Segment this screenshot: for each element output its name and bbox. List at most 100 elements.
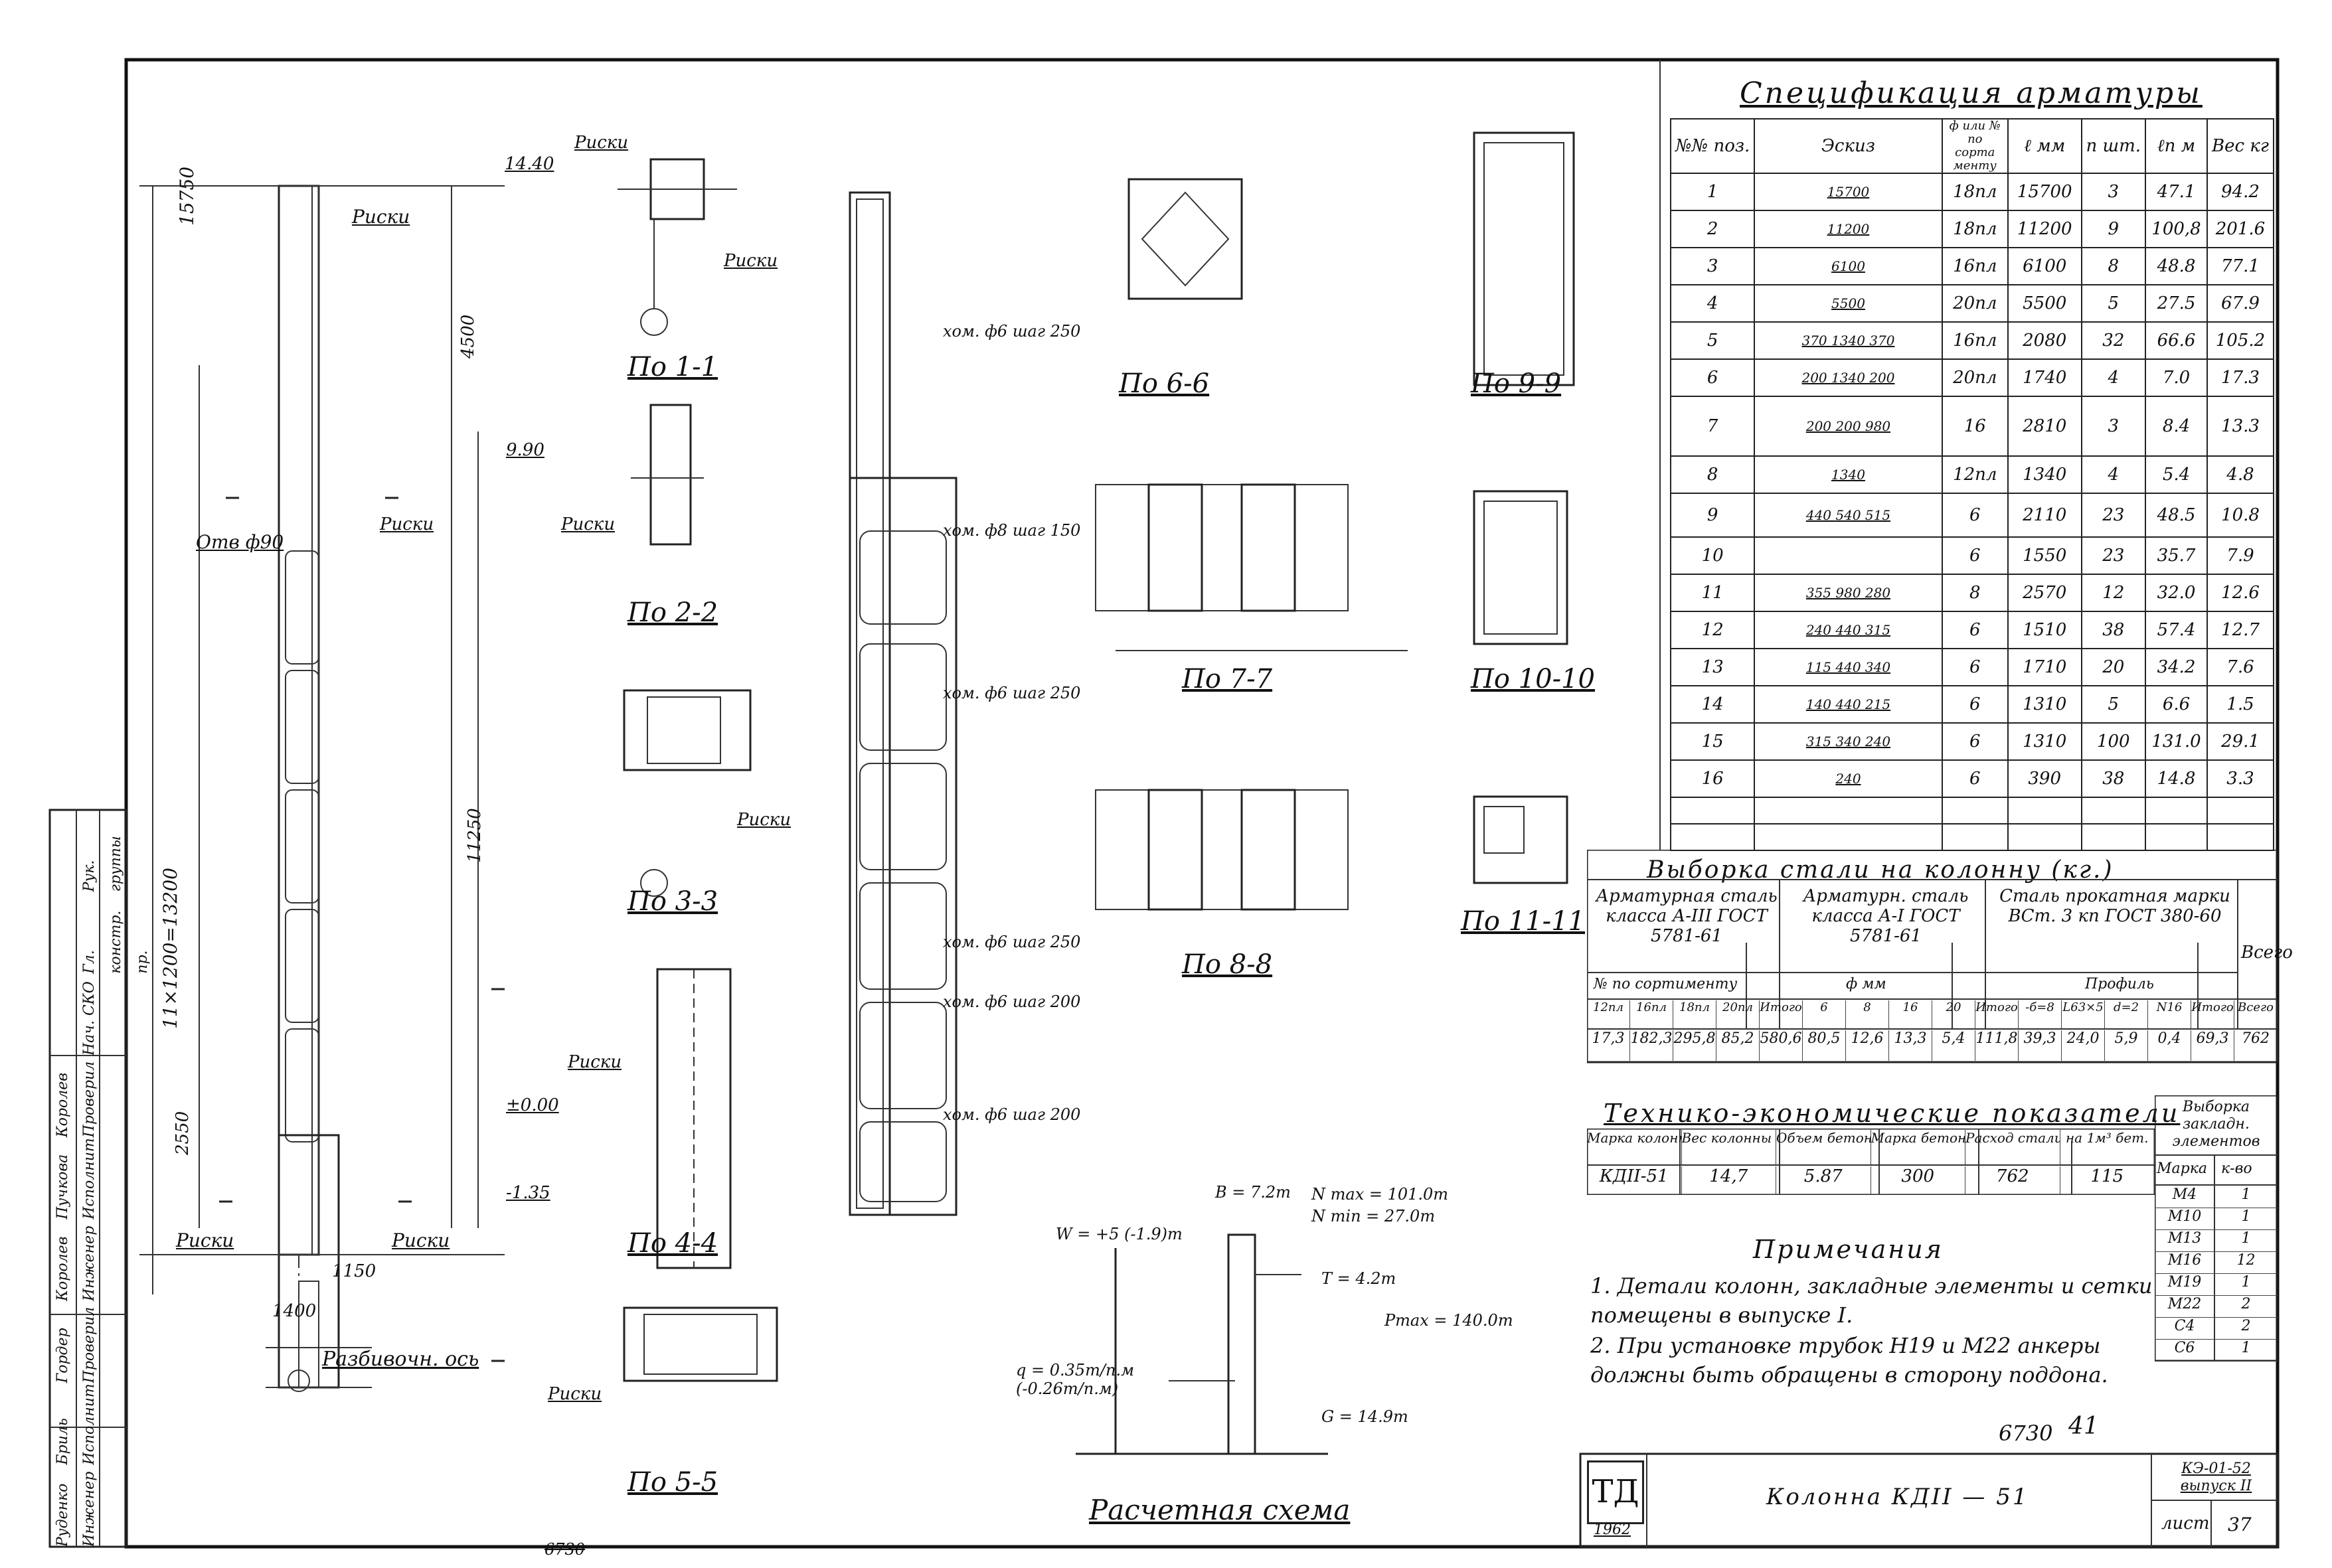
table-cell: Итого [2191, 1000, 2234, 1028]
spec-cell: 66.6 [2145, 321, 2208, 360]
spec-cell: 131.0 [2145, 722, 2208, 761]
table-cell: Марка бетона [1871, 1130, 1965, 1164]
spec-cell: 5500 [1754, 284, 1943, 323]
calc-scheme [1076, 1233, 1328, 1455]
hom-label-6: хом. ф6 шаг 200 [943, 1105, 1081, 1124]
spec-cell: 200 200 980 [1754, 396, 1943, 457]
spec-cell: 5 [2080, 284, 2147, 323]
table-cell: 17,3 [1587, 1030, 1630, 1061]
spec-cell: 14 [1669, 685, 1756, 724]
spec-cell: 6 [1669, 358, 1756, 397]
table-cell: d=2 [2105, 1000, 2148, 1028]
spec-cell: 1310 [2007, 722, 2082, 761]
embedded-cell: 1 [2241, 1340, 2251, 1356]
spec-header: ℓn м [2145, 118, 2208, 174]
n-max: N max = 101.0т [1311, 1185, 1449, 1204]
spec-cell: 2080 [2007, 321, 2082, 360]
steel-group3: Сталь прокатная марки ВСт. 3 кп ГОСТ 380… [1999, 886, 2230, 926]
right-sections [1095, 131, 1575, 911]
spec-cell: 1710 [2007, 648, 2082, 686]
mark-9-90: 9.90 [506, 440, 544, 460]
spec-cell: 32 [2080, 321, 2147, 360]
side-role: Исполнит [81, 1138, 98, 1219]
embedded-h1: Марка [2157, 1160, 2207, 1177]
side-name [50, 892, 76, 973]
spec-cell: 1340 [1754, 455, 1943, 494]
embedded-title: Выборка закладн. элементов [2172, 1099, 2260, 1150]
spec-cell: 8 [2080, 247, 2147, 285]
spec-cell: 8.4 [2145, 396, 2208, 457]
dim-mid: 11×1200=13200 [159, 868, 181, 1029]
spec-cell: 1510 [2007, 611, 2082, 649]
embedded-cell: 2 [2241, 1296, 2251, 1312]
table-cell: Итого [1975, 1000, 2019, 1028]
table-cell: 6 [1803, 1000, 1846, 1028]
mark-1-35: -1.35 [506, 1183, 550, 1203]
side-name [50, 974, 76, 1056]
spec-cell: 6 [1941, 685, 2009, 724]
spec-header: №№ поз. [1669, 118, 1756, 174]
spec-cell: 11 [1669, 574, 1756, 612]
spec-cell-empty [2007, 797, 2082, 824]
spec-cell: 32.0 [2145, 574, 2208, 612]
spec-cell: 17.3 [2206, 358, 2275, 397]
table-cell: Итого [1760, 1000, 1803, 1028]
spec-cell: 140 440 215 [1754, 685, 1943, 724]
hom-label-4: хом. ф6 шаг 250 [943, 933, 1081, 951]
section-7-7-title: По 7-7 [1182, 664, 1273, 694]
steel-sub3: Профиль [2085, 976, 2154, 992]
spec-cell: 29.1 [2206, 722, 2275, 761]
side-name: Королев [54, 1236, 71, 1302]
section-2-2-title: По 2-2 [627, 597, 718, 628]
spec-cell: 12.7 [2206, 611, 2275, 649]
label-riski-11b: Риски [724, 251, 778, 271]
table-cell: 12,6 [1846, 1030, 1889, 1061]
table-cell: -б=8 [2019, 1000, 2062, 1028]
sheet-series: КЭ-01-52 выпуск II [2180, 1460, 2252, 1494]
section-8-8-title: По 8-8 [1182, 949, 1273, 980]
table-cell: 39,3 [2019, 1030, 2062, 1061]
spec-cell: 100,8 [2145, 210, 2208, 248]
spec-header: n шт. [2080, 118, 2147, 174]
table-cell: 18пл [1673, 1000, 1716, 1028]
spec-cell: 4.8 [2206, 455, 2275, 494]
stamp-logo: ТД [1587, 1460, 1644, 1524]
spec-cell: 6100 [1754, 247, 1943, 285]
spec-cell: 12пл [1941, 455, 2009, 494]
tep-head: Марка колонныВес колонны тОбъем бетона м… [1587, 1130, 2155, 1164]
table-cell: Расход стали кг Всего [1965, 1130, 2060, 1164]
side-role: Рук. группы [81, 836, 124, 892]
steel-sub1: № по сортименту [1594, 976, 1738, 992]
spec-cell: 355 980 280 [1754, 574, 1943, 612]
section-1-1-title: По 1-1 [627, 352, 718, 382]
section-6-6-title: По 6-6 [1119, 368, 1210, 399]
spec-cell: 12.6 [2206, 574, 2275, 612]
spec-cell: 16пл [1941, 247, 2009, 285]
table-cell: 8 [1846, 1000, 1889, 1028]
spec-cell: 200 1340 200 [1754, 358, 1943, 397]
steel-sub2: ф мм [1846, 976, 1886, 992]
spec-cell: 67.9 [2206, 284, 2275, 323]
side-role: Инженер [81, 1471, 98, 1547]
dim-1400: 1400 [272, 1301, 317, 1321]
spec-cell: 48.5 [2145, 493, 2208, 538]
embedded-cell: М16 [2167, 1252, 2202, 1269]
label-otv: Отв ф90 [196, 531, 284, 553]
side-role: Гл. констр. пр. [81, 910, 151, 974]
table-cell: 12пл [1587, 1000, 1630, 1028]
table-cell: 16пл [1630, 1000, 1673, 1028]
spec-cell-empty [1941, 823, 2009, 851]
spec-cell: 1310 [2007, 685, 2082, 724]
embedded-cell: М19 [2167, 1274, 2202, 1291]
spec-cell-empty [2080, 797, 2147, 824]
